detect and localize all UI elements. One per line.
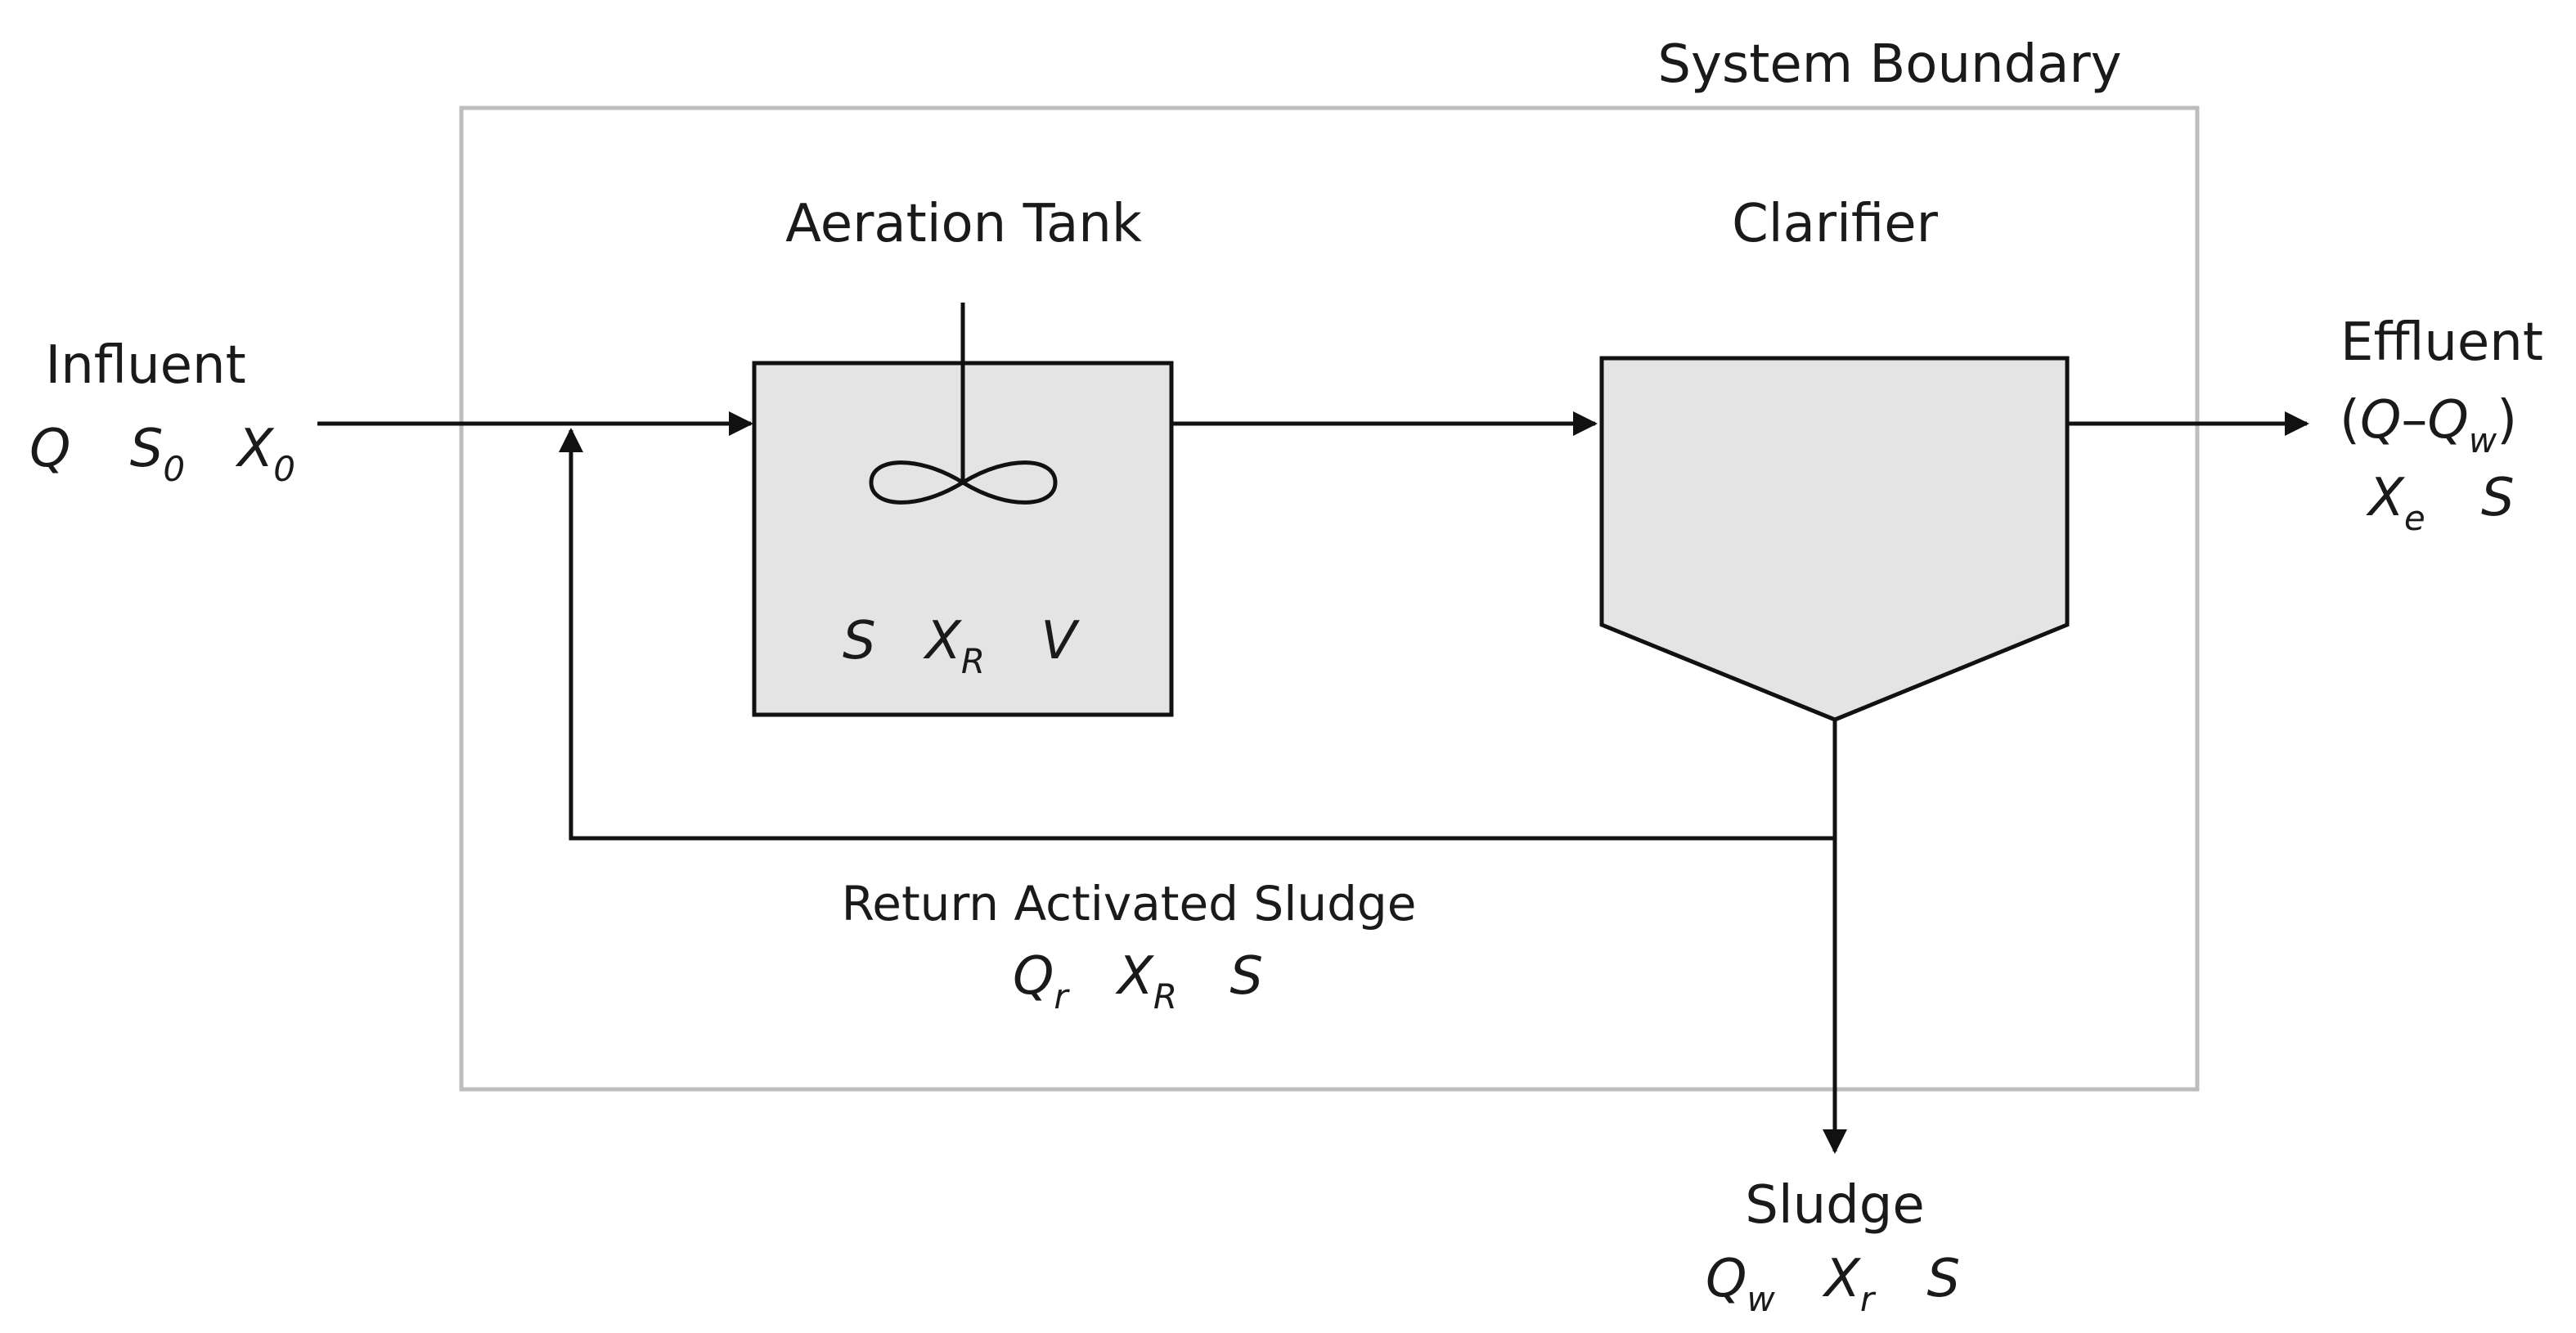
sludge-var-q: Q bbox=[1706, 1249, 1747, 1309]
aeration-var-x-sub: R bbox=[961, 641, 985, 681]
effluent-flow-sub: w bbox=[2469, 420, 2497, 460]
ras-title: Return Activated Sludge bbox=[842, 876, 1417, 931]
sludge-var-s: S bbox=[1927, 1249, 1961, 1309]
effluent-title: Effluent bbox=[2340, 312, 2543, 373]
ras-var-s: S bbox=[1230, 946, 1263, 1007]
influent-var-x: X bbox=[235, 419, 274, 479]
effluent-variables: Xe S bbox=[2366, 468, 2515, 543]
effluent-flow-minus: – bbox=[2401, 390, 2427, 451]
effluent-flow: (Q–Qw) bbox=[2340, 390, 2517, 460]
effluent-var-s: S bbox=[2481, 468, 2515, 528]
mixer-impeller-icon bbox=[869, 460, 1058, 505]
sludge-var-x-sub: r bbox=[1860, 1279, 1877, 1319]
system-boundary-label: System Boundary bbox=[1657, 34, 2121, 95]
effluent-flow-q: Q bbox=[2360, 390, 2401, 451]
return-sludge-line bbox=[559, 428, 1835, 841]
ras-variables: Qr XR S bbox=[1013, 946, 1263, 1021]
aeration-tank-title: Aeration Tank bbox=[785, 194, 1142, 254]
influent-title: Influent bbox=[45, 335, 245, 396]
sludge-var-q-sub: w bbox=[1747, 1279, 1775, 1319]
influent-var-q: Q bbox=[29, 419, 70, 479]
sludge-var-x: X bbox=[1822, 1249, 1861, 1309]
clarifier-title: Clarifier bbox=[1732, 194, 1938, 254]
effluent-flow-q2: Q bbox=[2427, 390, 2468, 451]
ras-var-x-sub: R bbox=[1153, 976, 1177, 1017]
aeration-var-s: S bbox=[843, 611, 876, 671]
effluent-var-x: X bbox=[2366, 468, 2405, 528]
influent-var-x-sub: 0 bbox=[273, 449, 295, 489]
clarifier bbox=[1599, 356, 2070, 722]
aeration-var-v: V bbox=[1041, 611, 1080, 671]
aeration-tank-variables: S XR V bbox=[843, 611, 1080, 686]
influent-var-s: S bbox=[130, 419, 164, 479]
effluent-var-x-sub: e bbox=[2404, 498, 2425, 538]
ras-var-q: Q bbox=[1013, 946, 1054, 1007]
ras-var-x: X bbox=[1115, 946, 1154, 1007]
sludge-variables: Qw Xr S bbox=[1706, 1249, 1960, 1324]
system-boundary bbox=[459, 105, 2200, 1092]
effluent-flow-close: ) bbox=[2497, 390, 2517, 451]
aeration-var-x: X bbox=[923, 611, 962, 671]
influent-var-s-sub: 0 bbox=[163, 449, 185, 489]
sludge-title: Sludge bbox=[1745, 1175, 1925, 1236]
effluent-flow-open: ( bbox=[2340, 390, 2360, 451]
influent-variables: Q S0 X0 bbox=[29, 419, 295, 494]
ras-var-q-sub: r bbox=[1054, 976, 1070, 1017]
